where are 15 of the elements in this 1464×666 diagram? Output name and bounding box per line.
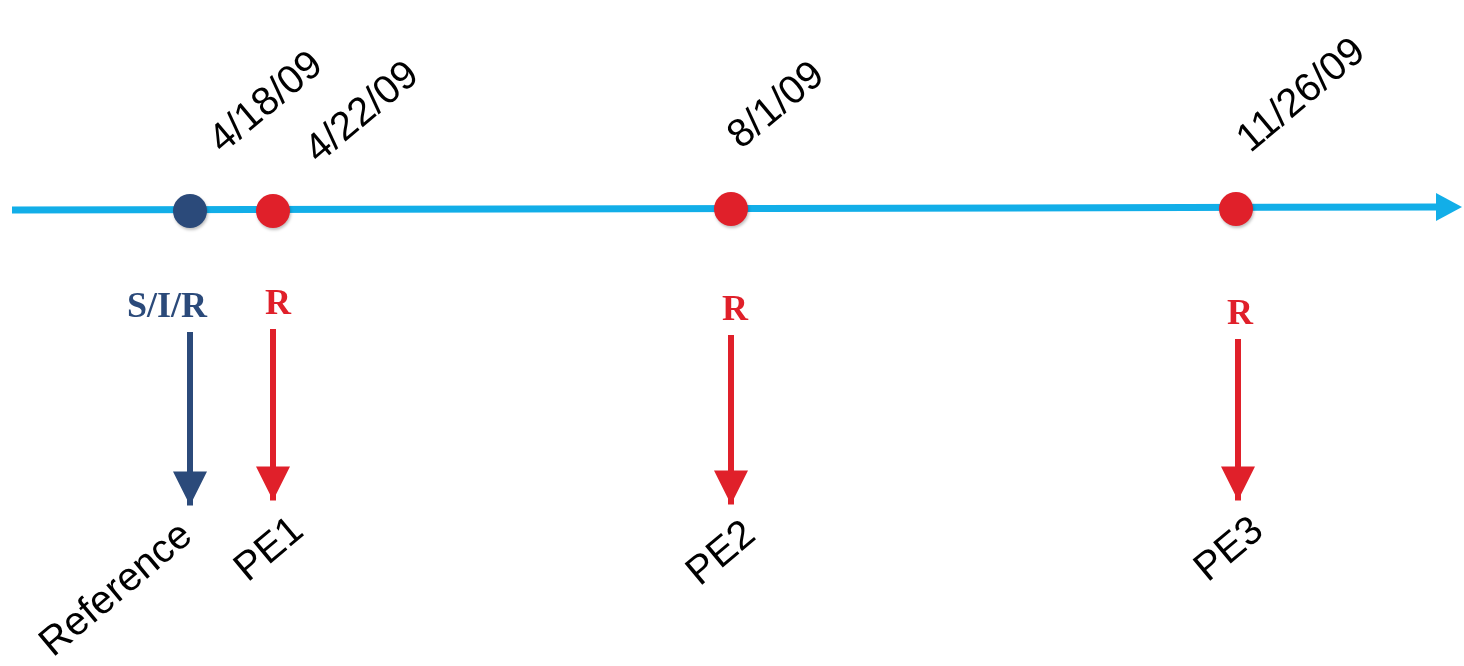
timeline-dot <box>1219 192 1253 226</box>
mark-label: R <box>722 287 748 329</box>
down-arrow <box>1221 339 1255 501</box>
event-label: PE1 <box>224 506 312 590</box>
down-arrow <box>173 332 207 506</box>
mark-label: R <box>1227 291 1253 333</box>
mark-label: R <box>265 281 291 323</box>
timeline-dot <box>173 194 207 228</box>
timeline-dot <box>256 194 290 228</box>
event-label: PE3 <box>1184 506 1272 590</box>
event-label: PE2 <box>676 510 764 594</box>
mark-label: S/I/R <box>127 284 207 326</box>
down-arrow <box>256 329 290 501</box>
down-arrow <box>714 335 748 505</box>
timeline-dot <box>714 192 748 226</box>
